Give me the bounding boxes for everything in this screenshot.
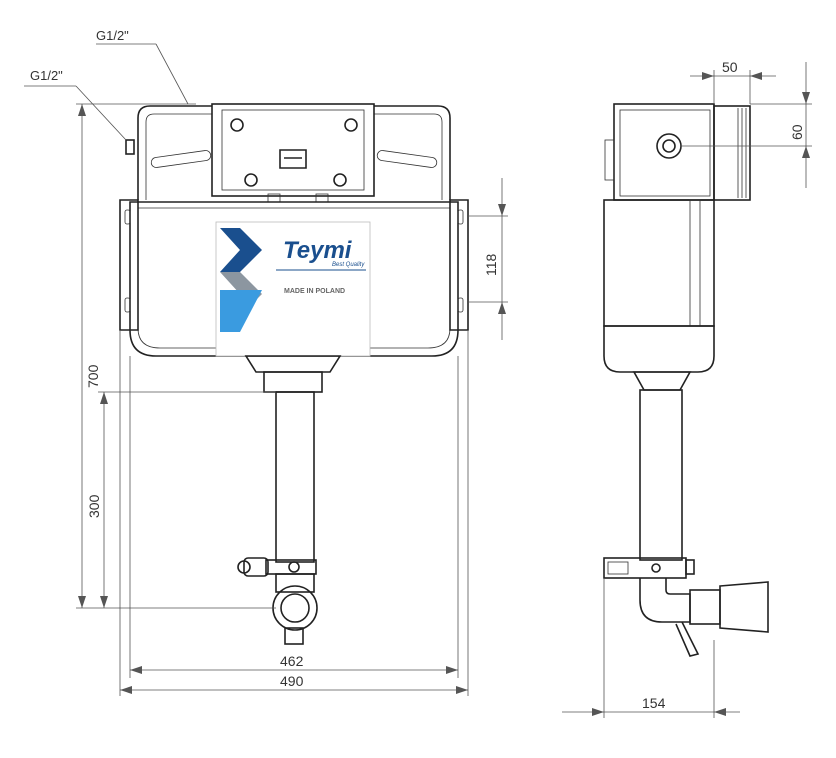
bracket-right <box>449 199 469 331</box>
callouts: G1/2" G1/2" <box>24 28 189 141</box>
side-tank <box>603 199 715 327</box>
frame-slot-right <box>376 150 438 168</box>
bolt-icon <box>333 173 347 187</box>
side-view <box>603 103 769 657</box>
inlet-stub <box>125 139 135 155</box>
bolt-icon <box>230 118 244 132</box>
side-flush-pipe <box>639 389 683 561</box>
dim-inlet-height: 60 <box>680 62 812 188</box>
origin-label: MADE IN POLAND <box>284 288 345 295</box>
side-upper-body <box>613 103 715 201</box>
inlet-thread <box>713 105 751 201</box>
brand-tagline: Best Quality <box>332 262 365 268</box>
dim-offset-top-label: 50 <box>722 59 738 75</box>
logo-chevron-bottom <box>220 290 262 332</box>
dim-widths: 462 490 <box>119 330 469 696</box>
dim-height-label: 700 <box>85 364 101 388</box>
dim-offset-top: 50 <box>690 59 776 104</box>
dim-depth: 154 <box>562 578 740 718</box>
bolt-icon <box>244 173 258 187</box>
brand-name: Teymi <box>283 237 353 264</box>
callout-inlet-side: G1/2" <box>30 68 63 83</box>
flush-pipe <box>275 391 315 563</box>
bracket-left <box>119 199 139 331</box>
frame-slot-left <box>150 150 212 168</box>
front-view: Teymi Best Quality MADE IN POLAND <box>119 103 469 645</box>
dim-inner-width-label: 462 <box>280 653 304 669</box>
logo-chevron-top <box>220 228 262 272</box>
dim-height: 700 <box>76 103 276 609</box>
tank-body <box>129 201 459 357</box>
callout-inlet-top: G1/2" <box>96 28 129 43</box>
dim-frame-spacing: 118 <box>468 178 508 340</box>
bolt-icon <box>344 118 358 132</box>
inlet-port <box>656 133 682 159</box>
dim-outlet-height-label: 300 <box>86 494 102 518</box>
dim-outlet-height: 300 <box>86 391 276 608</box>
dim-inlet-height-label: 60 <box>789 124 805 140</box>
dim-depth-label: 154 <box>642 695 666 711</box>
dim-frame-spacing-label: 118 <box>483 253 499 276</box>
dim-outer-width-label: 490 <box>280 673 304 689</box>
